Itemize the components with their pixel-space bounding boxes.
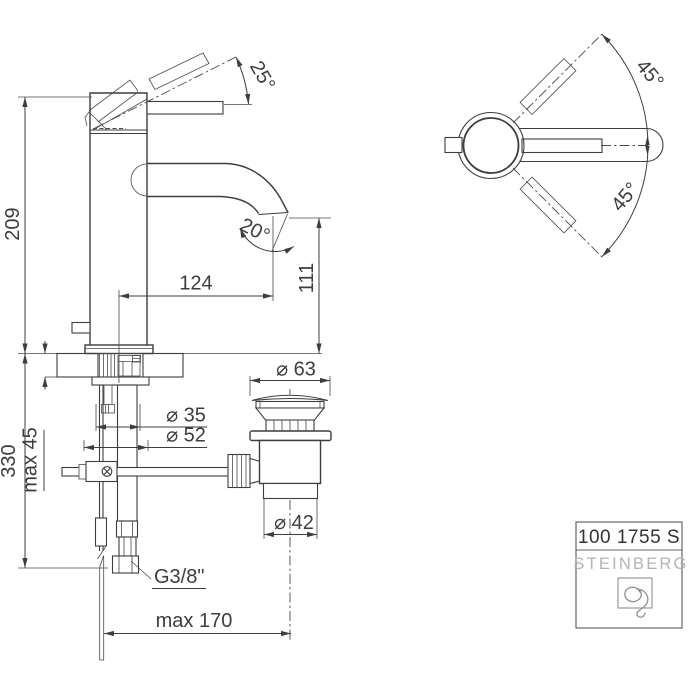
dim-label-rod-reach: max 170	[156, 610, 233, 632]
water-flow-line	[271, 213, 288, 252]
fixing-screw	[132, 355, 141, 363]
ext-lines	[118, 216, 274, 383]
title-block: 100 1755 S STEINBERG	[573, 521, 688, 629]
dim-label-spout-reach: 124	[179, 273, 212, 295]
leader-line	[130, 560, 152, 580]
dim-plug-d63: ⌀ 63	[249, 359, 331, 396]
dim-shank-d35: ⌀ 35	[95, 404, 207, 431]
plug-band	[255, 400, 325, 409]
waste-joint-ribbed	[227, 453, 251, 489]
dim-counter-max45: max 45	[20, 341, 48, 493]
popup-rod-lower	[99, 555, 105, 661]
plug-band-ticks	[259, 401, 321, 408]
spout-outlet-face	[258, 211, 289, 216]
article-number: 100 1755 S	[578, 527, 680, 548]
waste-joint-ribs	[232, 454, 247, 488]
countertop-right-block	[142, 352, 184, 378]
arc-arrow-up	[645, 135, 650, 145]
swivel-position-axes	[512, 33, 603, 258]
ext-lines	[83, 440, 149, 451]
threaded-stud	[103, 384, 113, 406]
spout-outer-curve	[147, 162, 289, 213]
dim-tail-d42: ⌀ 42	[263, 499, 318, 539]
rod-break-slash	[97, 546, 106, 560]
dim-label-total-height: 209	[2, 207, 24, 240]
head-joint-lines	[90, 129, 147, 135]
dim-label-outlet-height: 111	[296, 263, 318, 293]
handle-socket-lines	[84, 79, 148, 131]
linkage-end-piece	[78, 464, 87, 480]
swivel-arc	[601, 34, 649, 257]
waste-ring-ribs	[273, 420, 307, 431]
body-inner-circle	[462, 117, 520, 174]
dim-thread-g38: G3/8"	[130, 560, 206, 589]
dim-label-counter-thickness: max 45	[20, 427, 42, 493]
waste-body	[258, 439, 322, 485]
hose-nut-facets	[118, 556, 133, 573]
hose-ferrule	[115, 520, 139, 538]
stud-nut-facets	[105, 404, 109, 413]
dim-label-spout-angle: 20°	[236, 214, 273, 247]
fixing-block	[117, 355, 141, 377]
countertop-left-block	[56, 352, 99, 378]
hose-hex-lines	[123, 537, 132, 556]
lever-swung-down	[519, 176, 577, 234]
angle-arc	[239, 227, 295, 254]
rod-clamp	[85, 460, 118, 483]
spout-inner-curve	[147, 195, 260, 214]
lever-axis-centerline	[94, 56, 237, 129]
stud-nut	[101, 404, 115, 414]
title-block-border	[575, 521, 683, 629]
dim-outlet-111: 111	[289, 217, 331, 354]
shank-lines	[99, 354, 115, 377]
faucet-body-outline	[89, 92, 148, 345]
lever-swung-up	[519, 58, 577, 115]
locknut-washer	[91, 376, 150, 386]
dim-label-below-counter: 330	[0, 444, 20, 477]
spout-cap-arc	[130, 163, 148, 197]
dim-label-plug-diameter: ⌀ 63	[276, 359, 316, 381]
waste-flange	[249, 430, 332, 442]
supply-hose	[116, 384, 138, 522]
fixing-block-detail	[118, 358, 140, 376]
dim-rod-max170: max 170	[104, 610, 291, 637]
rod-sleeve	[94, 517, 108, 547]
hose-ferrule-lines	[121, 521, 133, 537]
arc-arrow-down	[645, 146, 650, 156]
dim-label-tail-diameter: ⌀ 42	[274, 512, 314, 534]
top-view-faucet: 45° 45°	[444, 33, 668, 258]
hose-hex	[118, 536, 137, 557]
clamp-screw-cross	[103, 467, 111, 476]
countertop-section	[18, 352, 322, 661]
dim-height-209: 209	[2, 96, 92, 354]
lever-top-capsule	[500, 127, 664, 163]
spout-stub-top	[444, 136, 463, 154]
dim-label-swivel-down: 45°	[607, 178, 643, 215]
plug-cone	[254, 407, 326, 421]
dim-label-shank-diameter: ⌀ 35	[166, 405, 206, 427]
dim-reach-124: 124	[118, 216, 274, 383]
popup-waste-assembly	[249, 389, 332, 641]
dim-depth-330: 330	[0, 353, 108, 569]
brand-logo-frame	[617, 577, 653, 609]
popup-knob	[71, 321, 91, 334]
dim-base-d52: ⌀ 52	[83, 425, 207, 451]
side-view-faucet	[71, 52, 289, 355]
lever-handle-side	[146, 100, 224, 115]
angle-arc	[235, 56, 251, 105]
waste-tailpipe	[262, 482, 319, 500]
dim-label-handle-angle: 25°	[245, 57, 279, 94]
brand-name: STEINBERG	[573, 555, 688, 573]
dim-label-base-diameter: ⌀ 52	[166, 425, 206, 447]
dim-label-hose-thread: G3/8"	[154, 566, 204, 588]
plug-cap	[251, 394, 329, 402]
lever-raised-position	[148, 52, 210, 91]
dim-handle-25deg: 25°	[224, 56, 279, 105]
brand-logo-icon	[624, 586, 649, 618]
